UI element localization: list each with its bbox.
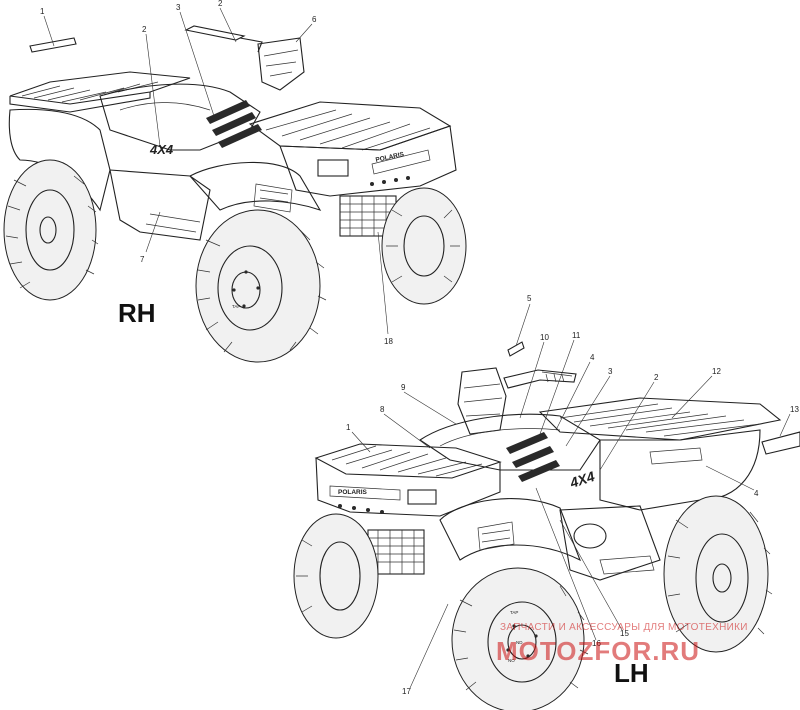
rh-callout: 3 [176,3,181,12]
lh-callout: 1 [346,423,351,432]
lh-callout: 15 [620,629,629,638]
lh-rear-wheel [663,495,773,653]
rh-callout: 2 [142,25,147,34]
watermark-logo: MOTOZFOR.RU [496,636,700,666]
watermark-tagline: ЗАПЧАСТИ И АКСЕССУАРЫ ДЛЯ МОТОТЕХНИКИ [500,622,748,633]
rh-callout: 6 [312,15,317,24]
lh-callout: 4 [590,353,595,362]
rh-leader-lines [43,7,389,335]
rh-callout: 2 [218,0,223,8]
rh-callout: 1 [40,7,45,16]
rh-front-wheel [195,209,327,363]
lh-callout: 8 [380,405,385,414]
lh-callout: 16 [592,639,601,648]
rh-callouts: 1 2 3 2 6 7 18 [40,0,393,346]
rh-front-far-wheel [381,187,467,305]
lh-brand-decal: POLARIS [338,489,368,496]
lh-callout: 4 [754,489,759,498]
rh-rim-mark: TAP [232,304,240,309]
lh-leader-lines [351,303,791,689]
lh-view-label: LH [614,658,649,688]
lh-callout: 11 [572,331,581,340]
lh-callout: 3 [608,367,613,376]
lh-callouts: 5 10 11 4 3 2 12 13 9 8 1 4 15 16 17 [346,294,799,696]
rh-view-label: RH [118,298,156,328]
rh-4x4-decal: 4X4 [149,142,174,157]
watermark: ЗАПЧАСТИ И АКСЕССУАРЫ ДЛЯ МОТОТЕХНИКИ MO… [496,622,748,666]
lh-callout: 9 [401,383,406,392]
rh-callout: 18 [384,337,393,346]
rh-rear-wheel [3,159,99,301]
lh-4x4-decal: 4X4 [567,468,597,491]
lh-rim-mark: NO [508,658,515,663]
lh-callout: 10 [540,333,549,342]
rh-callout: 7 [140,255,145,264]
lh-atv-drawing: 4X4 POLARIS TAP ND NO [293,341,800,710]
lh-front-far-wheel [293,513,379,639]
lh-callout: 2 [654,373,659,382]
rh-atv-drawing: 4X4 POLARIS TAP [3,25,467,363]
lh-front-wheel [451,567,589,710]
lh-rim-mark: TAP [510,610,518,615]
lh-callout: 12 [712,367,721,376]
rh-brand-decal: POLARIS [375,151,405,164]
lh-callout: 13 [790,405,799,414]
lh-callout: 5 [527,294,532,303]
lh-rim-mark: ND [516,640,523,645]
lh-callout: 17 [402,687,411,696]
